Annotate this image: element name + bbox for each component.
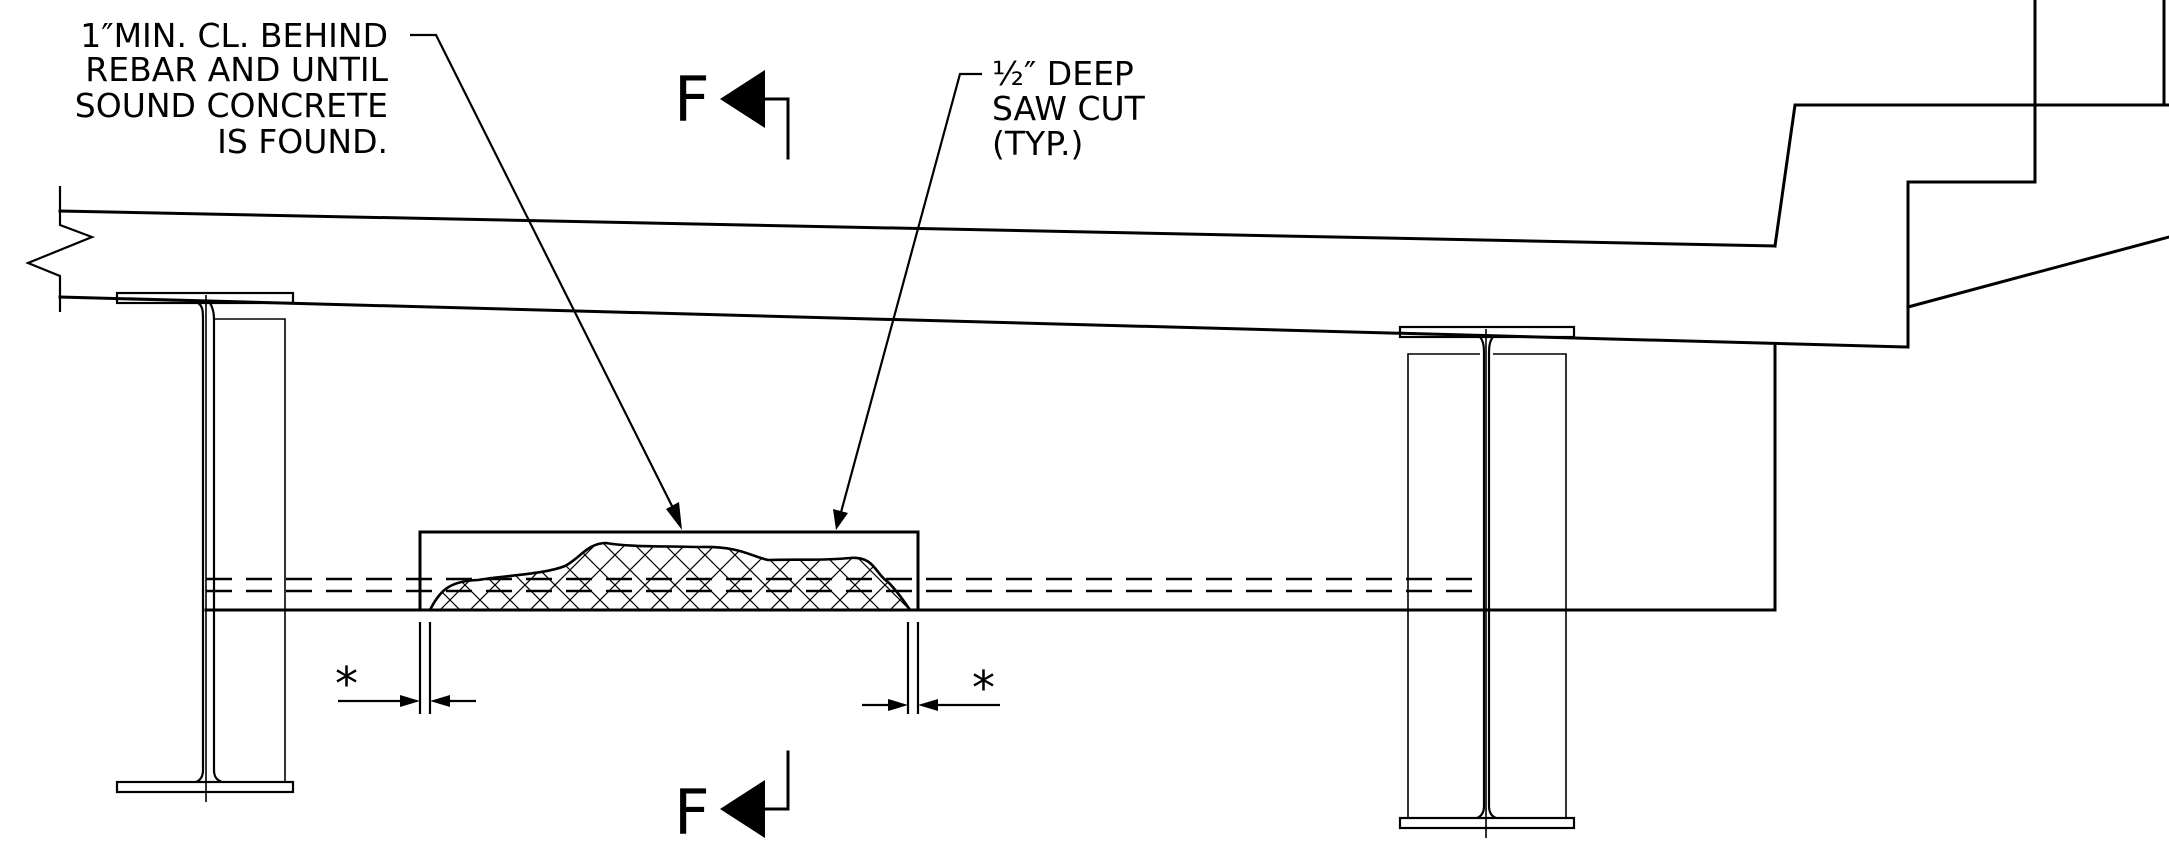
right-girder-top-flange xyxy=(1398,325,1576,339)
left-stiffener xyxy=(214,318,286,782)
rebar-note-line-1: 1″MIN. CL. BEHIND xyxy=(80,16,388,55)
sawcut-note-line-3: (TYP.) xyxy=(992,124,1083,163)
right-stiffener-left xyxy=(1407,353,1480,818)
right-girder-web-right xyxy=(1487,336,1497,820)
spalled-concrete-hatch xyxy=(427,541,913,612)
right-dim-arrow-right-icon xyxy=(888,699,908,711)
sawcut-note: ½″ DEEP SAW CUT (TYP.) xyxy=(833,54,1146,530)
section-marker-top: F xyxy=(674,63,790,160)
diaphragm-outline xyxy=(1058,344,1777,612)
repair-area xyxy=(418,530,920,612)
right-girder xyxy=(1398,325,1576,838)
left-dim-arrow-right-icon xyxy=(400,695,420,707)
section-arrow-top-icon xyxy=(720,70,765,128)
left-dim-symbol: * xyxy=(335,657,358,711)
sawcut-note-leader xyxy=(838,72,982,517)
left-girder-bottom-flange xyxy=(115,780,295,794)
right-dim-arrow-left-icon xyxy=(918,699,938,711)
section-line-bottom xyxy=(763,750,790,811)
rebar-note-line-3: SOUND CONCRETE xyxy=(75,86,388,125)
left-dimension: * xyxy=(335,622,476,714)
left-girder-top-flange xyxy=(115,291,295,305)
rebar-note-arrowhead-icon xyxy=(666,502,682,530)
section-line-top xyxy=(763,97,790,160)
sawcut-note-line-2: SAW CUT xyxy=(992,89,1146,128)
barrier-slope-line xyxy=(1906,235,2169,309)
sawcut-note-line-1: ½″ DEEP xyxy=(992,54,1134,93)
section-arrow-bottom-icon xyxy=(720,780,765,838)
saw-cut-outline xyxy=(418,530,920,612)
curb-profile xyxy=(1773,103,2169,248)
break-symbol xyxy=(25,186,96,312)
barrier-step xyxy=(1906,0,2037,349)
left-girder-web-right xyxy=(209,302,223,784)
right-dim-symbol: * xyxy=(972,661,995,715)
section-mark-top-letter: F xyxy=(674,63,710,136)
deck-bottom-line xyxy=(58,295,1910,349)
left-girder xyxy=(115,291,295,802)
right-girder-web xyxy=(1476,336,1486,820)
sawcut-note-arrowhead-icon xyxy=(833,509,848,530)
rebar-note-line-4: IS FOUND. xyxy=(217,122,388,161)
right-dimension: * xyxy=(862,622,1000,715)
section-mark-bottom-letter: F xyxy=(674,776,710,841)
right-stiffener-right xyxy=(1493,353,1567,818)
left-dim-arrow-left-icon xyxy=(430,695,450,707)
section-marker-bottom: F xyxy=(674,750,790,841)
rebar-note-leader xyxy=(410,33,678,517)
rebar-note-line-2: REBAR AND UNTIL xyxy=(85,50,388,89)
right-girder-bottom-flange xyxy=(1398,816,1576,830)
left-girder-web xyxy=(195,302,205,784)
rebar-note: 1″MIN. CL. BEHIND REBAR AND UNTIL SOUND … xyxy=(75,16,682,530)
